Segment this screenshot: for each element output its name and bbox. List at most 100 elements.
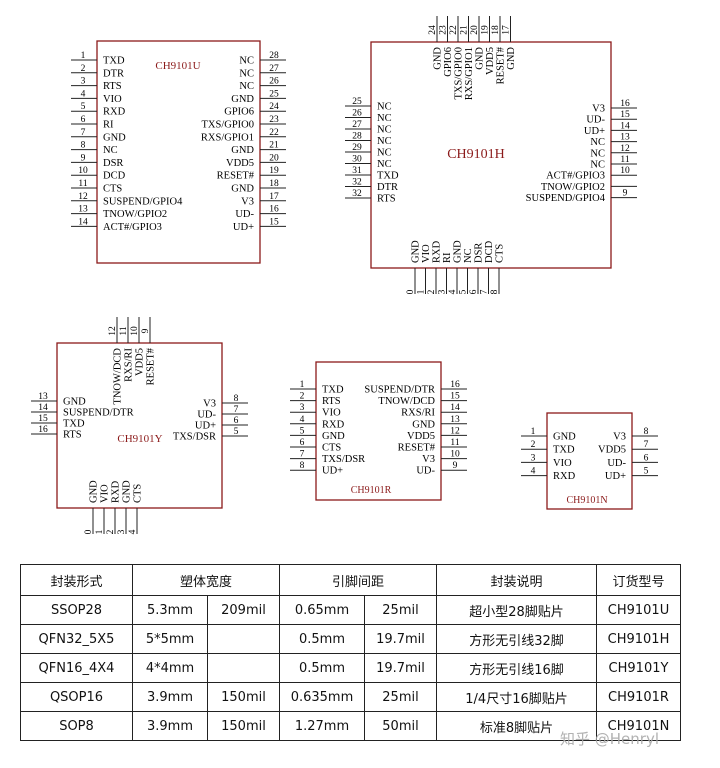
pin-number: 7 <box>81 128 86 138</box>
pin-number: 1 <box>300 380 305 390</box>
table-cell: 25mil <box>364 595 437 625</box>
pin-label: ACT#/GPIO3 <box>546 171 605 182</box>
chip-body <box>315 361 442 501</box>
pin-label: NC <box>590 148 605 159</box>
chip-body <box>370 41 612 269</box>
pin-number: 22 <box>449 25 459 35</box>
pin-label: RESET# <box>496 46 507 84</box>
table-cell: CH9101N <box>596 711 681 741</box>
pin-label: NC <box>377 159 392 170</box>
header-pin-pitch: 引脚间距 <box>279 564 437 596</box>
pin-number: 7 <box>644 440 649 450</box>
pin-label: VIO <box>553 458 572 469</box>
pin-label: V3 <box>241 196 254 207</box>
table-cell: 1/4尺寸16脚贴片 <box>436 682 597 712</box>
chip-body <box>546 412 633 510</box>
pin-number: 8 <box>81 141 86 151</box>
table-cell: 0.5mm <box>279 624 365 654</box>
pin-label: UD- <box>607 458 626 469</box>
pin-label: GND <box>411 240 422 263</box>
pin-number: 30 <box>352 155 362 165</box>
pin-number: 3 <box>81 77 86 87</box>
pin-label: RESET# <box>217 171 255 182</box>
pin-label: RXD <box>553 471 576 482</box>
pin-number: 12 <box>78 192 88 202</box>
chip-name-label: CH9101N <box>566 495 607 506</box>
pin-number: 14 <box>620 121 630 131</box>
table-cell: 4*4mm <box>132 653 208 683</box>
pin-label: GND <box>553 432 576 443</box>
table-cell: 150mil <box>207 711 280 741</box>
pin-label: VDD5 <box>407 431 435 442</box>
pin-label: SUSPEND/DTR <box>364 385 435 396</box>
pin-number: 7 <box>234 405 239 415</box>
table-cell: 50mil <box>364 711 437 741</box>
pin-number: 26 <box>269 77 279 87</box>
table-cell: 0.5mm <box>279 653 365 683</box>
pin-label: VDD5 <box>135 348 146 376</box>
pin-label: RXS/GPIO1 <box>201 132 254 143</box>
pin-label: V3 <box>203 399 216 410</box>
pin-label: GND <box>89 480 100 503</box>
pin-label: SUSPEND/GPIO4 <box>103 196 183 207</box>
pin-label: NC <box>590 137 605 148</box>
pin-label: GND <box>103 132 126 143</box>
pin-label: RXS/RI <box>401 408 435 419</box>
pin-label: NC <box>463 248 474 263</box>
pin-label: RXD <box>432 240 443 263</box>
pin-label: V3 <box>592 104 605 115</box>
pin-label: GND <box>433 47 444 70</box>
table-cell: 0.65mm <box>279 595 365 625</box>
pin-number: 11 <box>78 179 87 189</box>
pin-label: VDD5 <box>598 445 626 456</box>
pin-label: NC <box>239 56 254 67</box>
pin-label: NC <box>239 68 254 79</box>
table-cell: CH9101H <box>596 624 681 654</box>
header-package-type: 封装形式 <box>20 564 133 596</box>
pin-number: 0 <box>406 289 416 294</box>
pin-label: RXS/GPIO1 <box>464 47 475 100</box>
pin-number: 13 <box>620 133 630 143</box>
pin-number: 14 <box>38 403 48 413</box>
table-cell: 19.7mil <box>364 624 437 654</box>
pin-label: DTR <box>377 182 398 193</box>
table-cell: 方形无引线32脚 <box>436 624 597 654</box>
chip-name-label: CH9101Y <box>117 433 162 445</box>
pin-number: 9 <box>453 461 458 471</box>
pin-label: SUSPEND/GPIO4 <box>526 193 606 204</box>
pin-number: 4 <box>81 89 86 99</box>
pin-number: 16 <box>269 205 279 215</box>
pin-number: 24 <box>269 102 279 112</box>
pin-label: UD+ <box>233 222 254 233</box>
pin-number: 9 <box>141 328 151 333</box>
pin-label: NC <box>103 145 118 156</box>
table-cell <box>207 624 280 654</box>
pin-label: RXD <box>111 480 122 503</box>
pin-number: 13 <box>450 415 460 425</box>
pin-number: 10 <box>450 450 460 460</box>
pin-label: NC <box>377 148 392 159</box>
pin-number: 15 <box>620 110 630 120</box>
table-cell: 3.9mm <box>132 711 208 741</box>
pin-number: 4 <box>448 289 458 294</box>
table-header-row: 封装形式 塑体宽度 引脚间距 封装说明 订货型号 <box>20 564 681 596</box>
pin-label: TNOW/DCD <box>113 348 124 405</box>
pin-label: VDD5 <box>485 47 496 75</box>
pin-number: 3 <box>300 403 305 413</box>
pin-number: 4 <box>128 529 138 534</box>
pin-number: 28 <box>269 51 279 61</box>
pin-label: UD- <box>586 115 605 126</box>
pin-label: UD+ <box>195 421 216 432</box>
pin-label: RI <box>103 120 114 131</box>
header-body-width: 塑体宽度 <box>132 564 280 596</box>
pin-number: 7 <box>480 289 490 294</box>
pin-label: RI <box>442 252 453 263</box>
pin-label: DTR <box>103 68 124 79</box>
pin-number: 9 <box>81 153 86 163</box>
pin-label: GND <box>475 47 486 70</box>
pin-label: GND <box>506 47 517 70</box>
